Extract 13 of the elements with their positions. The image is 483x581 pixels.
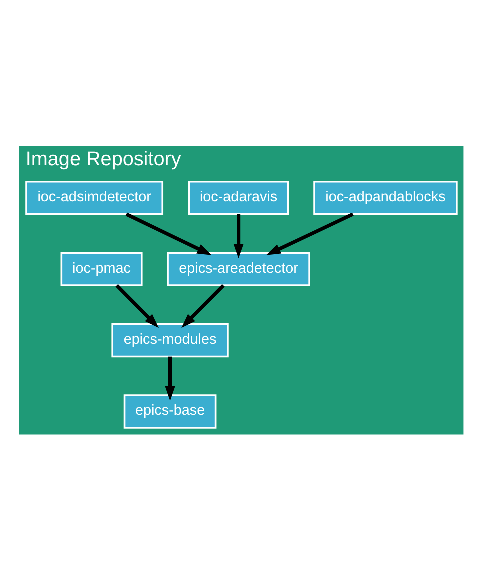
arrow (165, 356, 176, 401)
arrow (126, 212, 212, 256)
node-box: epics-areadetector (167, 252, 310, 286)
node-box: ioc-pmac (60, 252, 143, 286)
node-box: ioc-adaravis (188, 180, 290, 216)
arrow (234, 214, 244, 259)
arrow (182, 284, 225, 328)
arrow (266, 212, 354, 256)
arrow (116, 284, 159, 328)
node-box: ioc-adpandablocks (314, 180, 458, 216)
node-box: epics-base (124, 394, 217, 429)
node-box: ioc-adsimdetector (26, 180, 164, 216)
node-box: epics-modules (112, 323, 229, 358)
